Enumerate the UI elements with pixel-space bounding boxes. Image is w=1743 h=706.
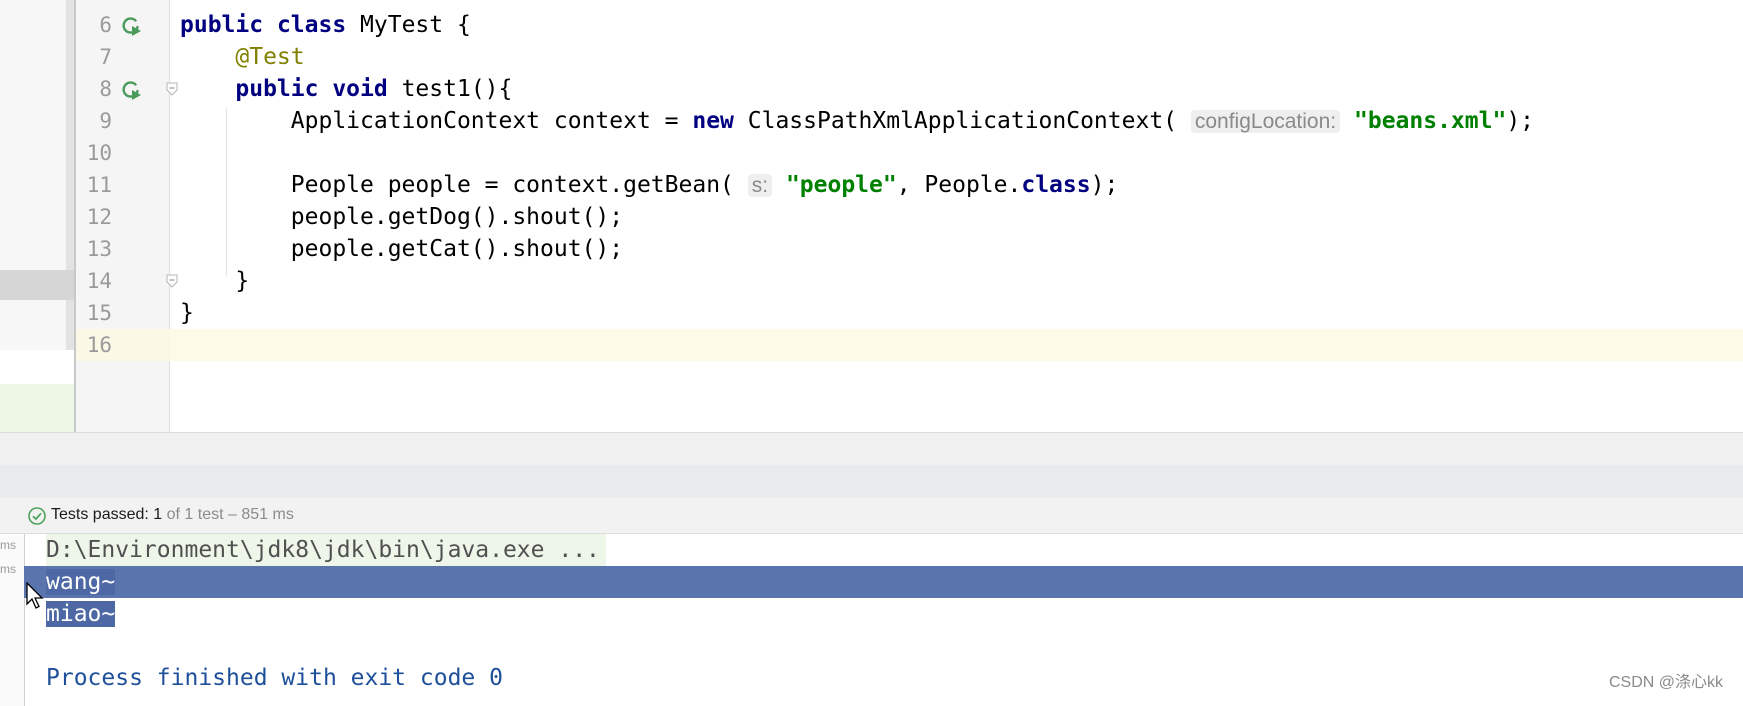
code-area[interactable]: public class MyTest { @Test public void … [170,0,1743,432]
gutter-line-6[interactable]: 6 [76,9,172,41]
indent-guide [226,108,227,276]
line-number: 14 [86,269,112,293]
keyword-token: class [276,12,361,38]
code-token [1340,108,1354,134]
code-token: ApplicationContext context = [180,108,693,134]
code-line-8[interactable]: public void test1(){ [170,73,1743,105]
keyword-token: public [180,12,277,38]
run-test-icon[interactable] [120,15,142,37]
strip-selected-marker [0,270,74,300]
panel-splitter[interactable] [0,465,1743,499]
code-line-9[interactable]: ApplicationContext context = new ClassPa… [170,105,1743,137]
fold-icon[interactable] [165,82,179,96]
code-token: ); [1090,172,1119,198]
console-command-line[interactable]: D:\Environment\jdk8\jdk\bin\java.exe ... [46,534,606,566]
tests-passed-summary: of 1 test – 851 ms [162,506,294,523]
line-number: 15 [86,301,112,325]
editor-bottom-bar [0,432,1743,499]
keyword-token: public [235,76,333,102]
code-line-10[interactable] [170,137,1743,169]
duration-column: ms ms [0,534,25,706]
console-output[interactable]: ms ms D:\Environment\jdk8\jdk\bin\java.e… [0,534,1743,706]
gutter-line-13[interactable]: 13 [76,233,172,265]
gutter-line-16[interactable]: 16 [76,329,172,361]
code-token: people.getCat().shout(); [180,236,624,262]
code-line-12[interactable]: people.getDog().shout(); [170,201,1743,233]
code-line-16[interactable] [170,329,1743,361]
console-output-line[interactable]: wang~ [46,566,116,598]
gutter-line-12[interactable]: 12 [76,201,172,233]
code-token: people.getDog().shout(); [180,204,624,230]
keyword-token: void [332,76,402,102]
duration-label: ms [0,562,16,576]
duration-label: ms [0,538,16,552]
test-status-bar: Tests passed: 1 of 1 test – 851 ms [0,498,1743,534]
line-number: 13 [86,237,112,261]
string-literal: "beans.xml" [1354,108,1507,134]
console-output-text: wang~ [46,569,116,595]
fold-icon[interactable] [165,274,179,288]
code-line-7[interactable]: @Test [170,41,1743,73]
parameter-hint: configLocation: [1190,110,1341,133]
code-token [772,172,786,198]
line-number: 11 [86,173,112,197]
console-exit-line[interactable]: Process finished with exit code 0 [46,665,503,691]
code-editor[interactable]: 6 7 8 9 10 11 12 13 14 15 16 public class MyTest {… [0,0,1743,432]
string-literal: "people" [785,172,897,198]
code-token [180,76,235,102]
annotation-token: @Test [235,44,305,70]
gutter-line-11[interactable]: 11 [76,169,172,201]
editor-side-strip [0,0,74,432]
console-selection-row [24,566,1743,598]
code-line-13[interactable]: people.getCat().shout(); [170,233,1743,265]
keyword-token: new [692,108,748,134]
gutter-line-14[interactable]: 14 [76,265,178,297]
code-token: , People. [896,172,1022,198]
code-token: test1(){ [401,76,513,102]
line-number: 9 [99,109,112,133]
gutter-line-15[interactable]: 15 [76,297,172,329]
tests-passed-prefix: Tests passed: [51,506,154,523]
tests-passed-count: 1 [153,506,163,523]
code-token: People people = context.getBean( [180,172,748,198]
gutter-line-9[interactable]: 9 [76,105,172,137]
keyword-token: class [1021,172,1091,198]
code-line-11[interactable]: People people = context.getBean( s: "peo… [170,169,1743,201]
gutter-line-8[interactable]: 8 [76,73,178,105]
code-line-6[interactable]: public class MyTest { [170,9,1743,41]
gutter-line-7[interactable]: 7 [76,41,172,73]
line-number-gutter[interactable]: 6 7 8 9 10 11 12 13 14 15 16 [74,0,178,432]
gutter-line-10[interactable]: 10 [76,137,172,169]
console-output-text: miao~ [46,601,116,627]
line-number: 16 [86,333,112,357]
code-token: ); [1506,108,1535,134]
code-line-15[interactable]: } [170,297,1743,329]
tests-passed-label: Tests passed: 1 of 1 test – 851 ms [51,506,294,524]
check-circle-icon [28,507,46,525]
line-number: 6 [99,13,112,37]
mouse-cursor-icon [26,582,44,609]
line-number: 10 [86,141,112,165]
code-token: MyTest { [360,12,471,38]
line-number: 8 [99,77,112,101]
line-number: 7 [99,45,112,69]
strip-green-block [0,384,74,432]
run-test-icon[interactable] [120,79,142,101]
console-output-line[interactable]: miao~ [46,598,116,630]
code-line-14[interactable]: } [170,265,1743,297]
watermark: CSDN @涤心kk [1608,674,1723,691]
code-token [180,44,235,70]
code-token: ClassPathXmlApplicationContext( [747,108,1191,134]
parameter-hint: s: [747,174,773,197]
line-number: 12 [86,205,112,229]
code-token: } [180,268,250,294]
code-token: } [180,300,194,326]
